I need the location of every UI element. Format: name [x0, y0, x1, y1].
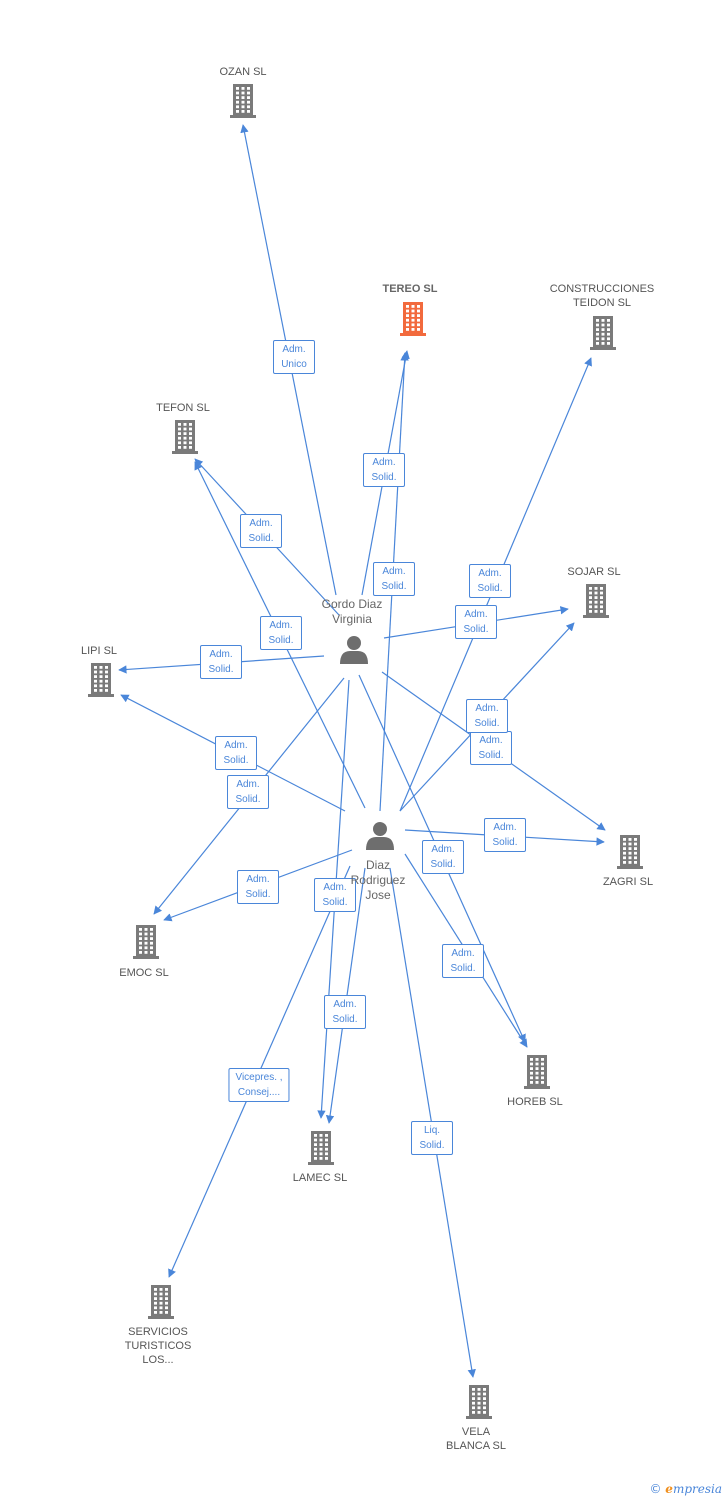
edge-label-diaz-zagri[interactable]: Adm. Solid. — [484, 818, 526, 852]
company-construcciones-building-icon[interactable] — [590, 316, 616, 350]
edge-label-gordo-horeb[interactable]: Adm. Solid. — [422, 840, 464, 874]
company-lamec-building-icon[interactable] — [308, 1131, 334, 1165]
edge-label-gordo-lipi[interactable]: Adm. Solid. — [200, 645, 242, 679]
edge-label-gordo-emoc[interactable]: Adm. Solid. — [227, 775, 269, 809]
brand-name: mpresia — [672, 1482, 722, 1496]
company-label-vela[interactable]: VELA BLANCA SL — [446, 1426, 506, 1452]
edge-label-diaz-emoc[interactable]: Adm. Solid. — [237, 870, 279, 904]
company-ozan-building-icon[interactable] — [230, 84, 256, 118]
edge-label-diaz-lamec[interactable]: Adm. Solid. — [324, 995, 366, 1029]
company-emoc-building-icon[interactable] — [133, 925, 159, 959]
company-lipi-building-icon[interactable] — [88, 663, 114, 697]
company-label-lipi[interactable]: LIPI SL — [80, 645, 118, 657]
edge-label-diaz-horeb[interactable]: Adm. Solid. — [442, 944, 484, 978]
edge-label-diaz-lipi[interactable]: Adm. Solid. — [215, 736, 257, 770]
company-vela-building-icon[interactable] — [466, 1385, 492, 1419]
edge-label-gordo-sojar[interactable]: Adm. Solid. — [455, 605, 497, 639]
edge-label-gordo-zagri[interactable]: Adm. Solid. — [470, 731, 512, 765]
edge-label-diaz-tefon[interactable]: Adm. Solid. — [260, 616, 302, 650]
edge-label-diaz-construcciones[interactable]: Adm. Solid. — [469, 564, 511, 598]
person-label-gordo[interactable]: Gordo Diaz Virginia — [321, 597, 383, 626]
person-gordo-icon[interactable] — [340, 636, 368, 664]
person-diaz-icon[interactable] — [366, 822, 394, 850]
nodes-layer — [88, 84, 643, 1419]
company-label-sojar[interactable]: SOJAR SL — [567, 566, 621, 578]
edge-label-diaz-servicios[interactable]: Vicepres. , Consej.... — [228, 1068, 290, 1102]
company-label-zagri[interactable]: ZAGRI SL — [602, 876, 654, 888]
company-horeb-building-icon[interactable] — [524, 1055, 550, 1089]
edge-label-diaz-tereo[interactable]: Adm. Solid. — [373, 562, 415, 596]
edge-label-gordo-tefon[interactable]: Adm. Solid. — [240, 514, 282, 548]
company-servicios-building-icon[interactable] — [148, 1285, 174, 1319]
company-label-tefon[interactable]: TEFON SL — [156, 402, 210, 414]
edge-label-diaz-sojar[interactable]: Adm. Solid. — [466, 699, 508, 733]
empresia-watermark[interactable]: © empresia — [649, 1482, 722, 1496]
edge-label-gordo-tereo[interactable]: Adm. Solid. — [363, 453, 405, 487]
company-label-emoc[interactable]: EMOC SL — [119, 967, 169, 979]
company-label-lamec[interactable]: LAMEC SL — [292, 1172, 348, 1184]
company-zagri-building-icon[interactable] — [617, 835, 643, 869]
company-label-servicios[interactable]: SERVICIOS TURISTICOS LOS... — [124, 1326, 192, 1366]
company-label-horeb[interactable]: HOREB SL — [507, 1096, 563, 1108]
company-label-ozan[interactable]: OZAN SL — [219, 66, 267, 78]
company-sojar-building-icon[interactable] — [583, 584, 609, 618]
brand-initial: e — [665, 1482, 673, 1496]
company-tefon-building-icon[interactable] — [172, 420, 198, 454]
company-tereo-building-icon[interactable] — [400, 302, 426, 336]
edge-label-diaz-vela[interactable]: Liq. Solid. — [411, 1121, 453, 1155]
edge-label-gordo-ozan[interactable]: Adm. Unico — [273, 340, 315, 374]
company-label-construcciones[interactable]: CONSTRUCCIONES TEIDON SL — [549, 283, 655, 309]
copyright-symbol: © — [649, 1482, 662, 1496]
person-label-diaz[interactable]: Diaz Rodriguez Jose — [350, 858, 406, 902]
company-label-tereo[interactable]: TEREO SL — [382, 283, 438, 295]
edge-label-gordo-lamec[interactable]: Adm. Solid. — [314, 878, 356, 912]
